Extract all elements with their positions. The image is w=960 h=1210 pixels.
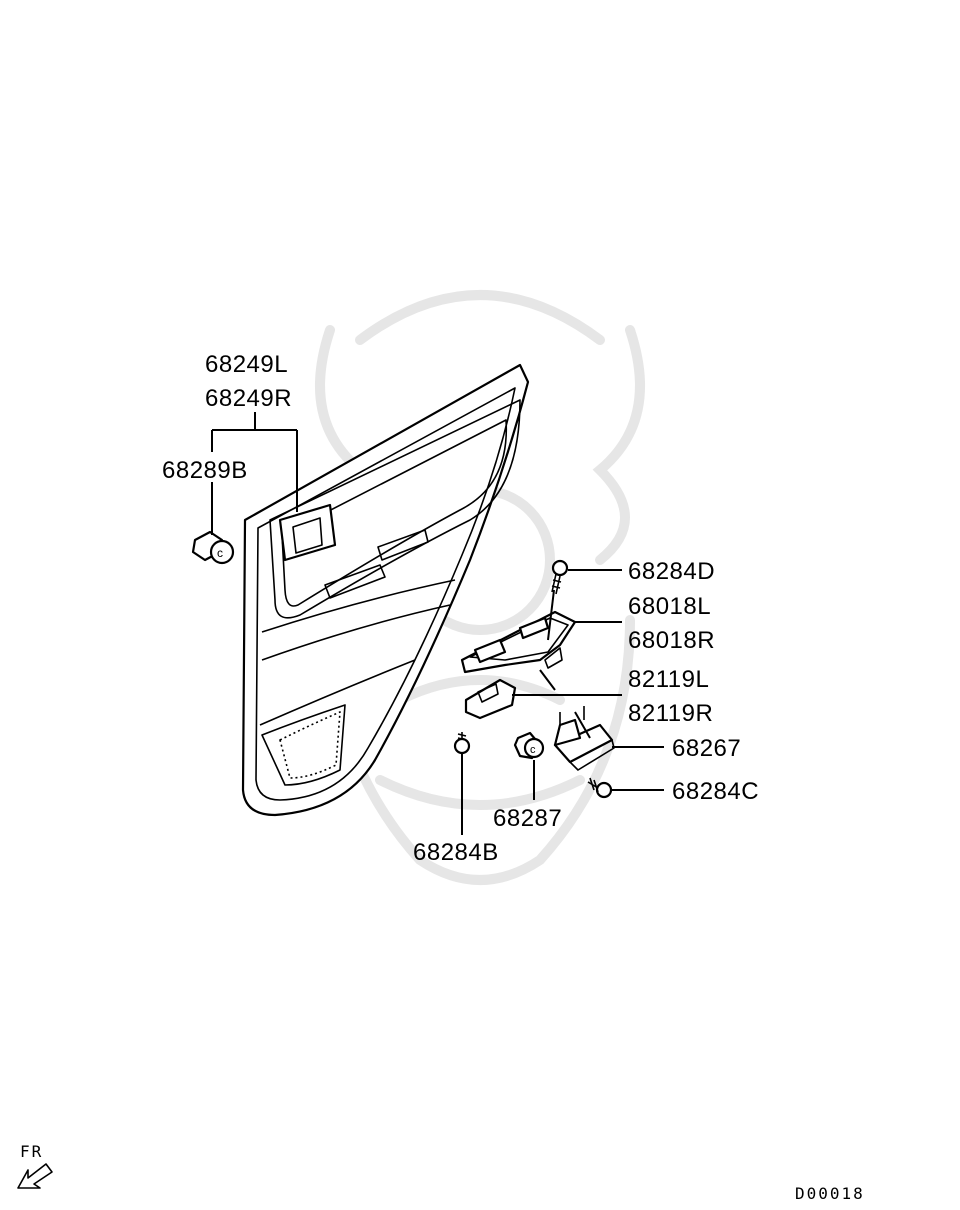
callout-68249r: 68249R xyxy=(205,385,292,412)
door-trim-panel xyxy=(241,363,530,817)
screw-d-icon xyxy=(551,559,569,595)
svg-text:c: c xyxy=(217,546,223,560)
direction-label: FR xyxy=(20,1142,43,1161)
switch-panel xyxy=(460,610,577,674)
screw-b-icon xyxy=(453,732,471,755)
svg-text:c: c xyxy=(530,744,536,756)
front-direction-indicator: FR xyxy=(17,1142,53,1189)
window-switch xyxy=(464,678,517,720)
front-direction-arrow-icon xyxy=(17,1163,53,1189)
callout-68289b: 68289B xyxy=(162,457,248,484)
callout-68018l: 68018L xyxy=(628,593,711,620)
callout-82119l: 82119L xyxy=(628,666,709,693)
callout-68284b: 68284B xyxy=(413,839,499,866)
callout-68018r: 68018R xyxy=(628,627,715,654)
callout-68249l: 68249L xyxy=(205,351,288,378)
trim-clip-icon: c xyxy=(191,530,235,565)
nut-icon: c xyxy=(513,731,545,760)
callout-68284d: 68284D xyxy=(628,558,715,585)
callout-82119r: 82119R xyxy=(628,700,713,727)
callout-68267: 68267 xyxy=(672,735,741,762)
screw-c-icon xyxy=(587,777,613,799)
diagram-code: D00018 xyxy=(795,1184,865,1203)
callout-68284c: 68284C xyxy=(672,778,759,805)
leader-lines xyxy=(211,412,664,835)
callout-68287: 68287 xyxy=(493,805,562,832)
bracket-icon xyxy=(553,706,615,771)
